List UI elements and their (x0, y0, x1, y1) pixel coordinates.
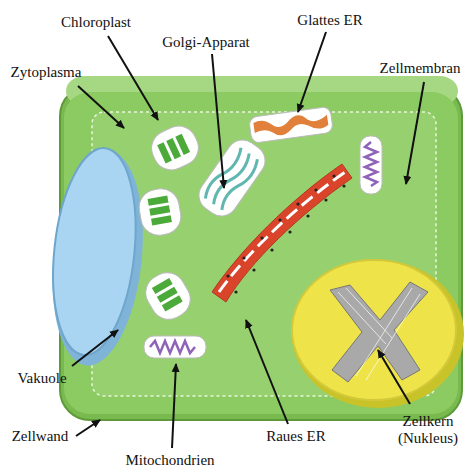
organelle-label: Zellkern (Nukleus) (388, 413, 468, 447)
organelle-label: Golgi-Apparat (162, 34, 249, 51)
part-label: Zytoplasma (11, 64, 82, 81)
part-label: Zellwand (12, 428, 69, 445)
organelle-label: Chloroplast (61, 14, 131, 31)
organelle-label: Glattes ER (297, 12, 362, 29)
organelle-label: Vakuole (17, 370, 66, 387)
organelle-label: Raues ER (266, 428, 326, 445)
part-label: Zellmembran (380, 60, 461, 77)
organelle-label: Mitochondrien (125, 452, 214, 469)
